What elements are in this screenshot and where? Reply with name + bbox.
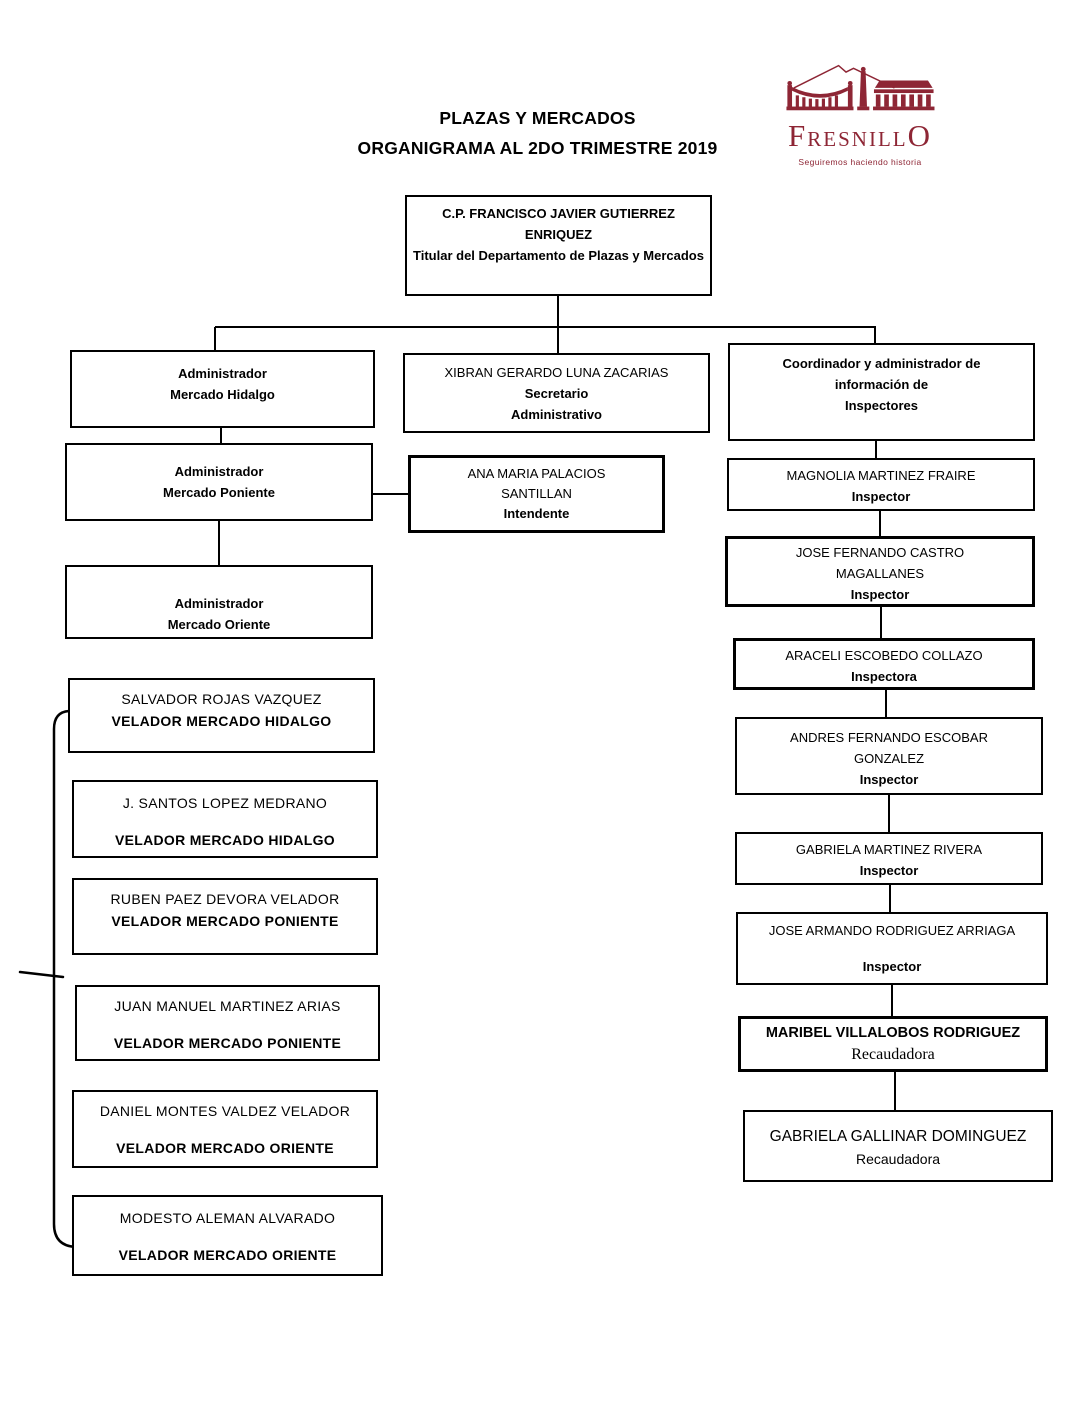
fresnillo-building-icon [786,64,935,111]
org-node-velador-jsantos: J. SANTOS LOPEZ MEDRANO VELADOR MERCADO … [72,780,378,858]
node-role-line1: Coordinador y administrador de [782,356,981,371]
node-name: MAGNOLIA MARTINEZ FRAIRE [786,468,976,483]
org-node-coordinador: Coordinador y administrador de informaci… [728,343,1035,441]
fresnillo-wordmark: FRESNILLO [772,119,948,159]
node-role: Inspector [851,489,911,504]
org-node-velador-daniel: DANIEL MONTES VALDEZ VELADOR VELADOR MER… [72,1090,378,1168]
node-name: ANDRES FERNANDO ESCOBAR GONZALEZ [790,730,988,766]
node-name: MARIBEL VILLALOBOS RODRIGUEZ [765,1025,1021,1041]
node-role-line3: Inspectores [845,398,918,413]
wordmark-final: O [907,118,932,153]
node-name: JOSE ARMANDO RODRIGUEZ ARRIAGA [768,923,1016,938]
node-unit: Mercado Hidalgo [170,387,275,402]
node-name: SALVADOR ROJAS VAZQUEZ [121,691,322,707]
node-role: Administrador [174,596,264,611]
node-name: JUAN MANUEL MARTINEZ ARIAS [114,998,341,1014]
node-role: Inspector [859,863,919,878]
org-node-inspector-gabriela-martinez: GABRIELA MARTINEZ RIVERA Inspector [735,832,1043,885]
org-node-inspector-jose-fernando: JOSE FERNANDO CASTRO MAGALLANES Inspecto… [725,536,1035,607]
node-name: C.P. FRANCISCO JAVIER GUTIERREZ ENRIQUEZ [442,206,675,242]
org-node-inspector-araceli: ARACELI ESCOBEDO COLLAZO Inspectora [733,638,1035,690]
org-node-inspector-magnolia: MAGNOLIA MARTINEZ FRAIRE Inspector [727,458,1035,511]
org-node-inspector-andres: ANDRES FERNANDO ESCOBAR GONZALEZ Inspect… [735,717,1043,795]
node-role2: Administrativo [510,407,602,422]
node-name: JOSE FERNANDO CASTRO MAGALLANES [795,545,965,581]
page-title-line2: ORGANIGRAMA AL 2DO TRIMESTRE 2019 [357,138,718,158]
node-role: Titular del Departamento de Plazas y Mer… [413,248,704,263]
org-node-admin-hidalgo: Administrador Mercado Hidalgo [70,350,375,428]
node-name: XIBRAN GERARDO LUNA ZACARIAS [444,365,669,380]
node-name-line2: SANTILLAN [501,486,572,501]
org-node-admin-poniente: Administrador Mercado Poniente [65,443,373,521]
node-name-line1: ANA MARIA PALACIOS [467,466,606,481]
node-role: Intendente [503,506,570,521]
node-role: VELADOR MERCADO PONIENTE [111,913,339,929]
org-node-inspector-jose-armando: JOSE ARMANDO RODRIGUEZ ARRIAGA Inspector [736,912,1048,985]
org-node-velador-modesto: MODESTO ALEMAN ALVARADO VELADOR MERCADO … [72,1195,383,1276]
velador-group-brace [18,709,78,1249]
node-role: VELADOR MERCADO HIDALGO [114,832,335,848]
page-title-line1: PLAZAS Y MERCADOS [439,108,636,128]
node-role: VELADOR MERCADO ORIENTE [116,1140,334,1156]
node-role: VELADOR MERCADO PONIENTE [113,1035,342,1051]
node-role: Inspector [862,959,922,974]
node-role-line2: información de [834,377,929,392]
page-title: PLAZAS Y MERCADOS ORGANIGRAMA AL 2DO TRI… [230,103,845,163]
fresnillo-logo: FRESNILLO Seguiremos haciendo historia [772,60,948,167]
node-role: Secretario [524,386,589,401]
node-name: ARACELI ESCOBEDO COLLAZO [785,648,983,663]
node-role: Inspector [859,772,919,787]
node-name: MODESTO ALEMAN ALVARADO [119,1210,336,1226]
org-node-titular: C.P. FRANCISCO JAVIER GUTIERREZ ENRIQUEZ… [405,195,712,296]
org-node-recaudadora-gabriela-gallinar: GABRIELA GALLINAR DOMINGUEZ Recaudadora [743,1110,1053,1182]
node-role: Inspectora [851,669,917,684]
org-node-velador-ruben: RUBEN PAEZ DEVORA VELADOR VELADOR MERCAD… [72,878,378,955]
node-role: Recaudadora [855,1151,941,1167]
node-role: VELADOR MERCADO HIDALGO [111,713,332,729]
node-role: Administrador [178,366,267,381]
node-role: VELADOR MERCADO ORIENTE [118,1247,337,1263]
org-node-intendente: ANA MARIA PALACIOS SANTILLAN Intendente [408,455,665,533]
node-name: DANIEL MONTES VALDEZ VELADOR [99,1103,351,1119]
wordmark-middle: RESNILL [807,127,908,151]
org-node-velador-salvador: SALVADOR ROJAS VAZQUEZ VELADOR MERCADO H… [68,678,375,753]
node-unit: Mercado Oriente [167,617,271,632]
logo-tagline: Seguiremos haciendo historia [798,157,922,167]
node-name: GABRIELA GALLINAR DOMINGUEZ [769,1128,1027,1145]
node-role: Administrador [174,464,264,479]
org-node-admin-oriente: Administrador Mercado Oriente [65,565,373,639]
org-node-recaudadora-maribel: MARIBEL VILLALOBOS RODRIGUEZ Recaudadora [738,1016,1048,1072]
node-role: Recaudadora [851,1046,935,1063]
org-node-secretario: XIBRAN GERARDO LUNA ZACARIAS Secretario … [403,353,710,433]
wordmark-initial: F [788,118,808,153]
node-role: Inspector [850,587,910,602]
node-unit: Mercado Poniente [163,485,275,500]
node-name: RUBEN PAEZ DEVORA VELADOR [110,891,340,907]
node-name: GABRIELA MARTINEZ RIVERA [795,842,983,857]
node-name: J. SANTOS LOPEZ MEDRANO [122,795,328,811]
org-node-velador-juan: JUAN MANUEL MARTINEZ ARIAS VELADOR MERCA… [75,985,380,1061]
